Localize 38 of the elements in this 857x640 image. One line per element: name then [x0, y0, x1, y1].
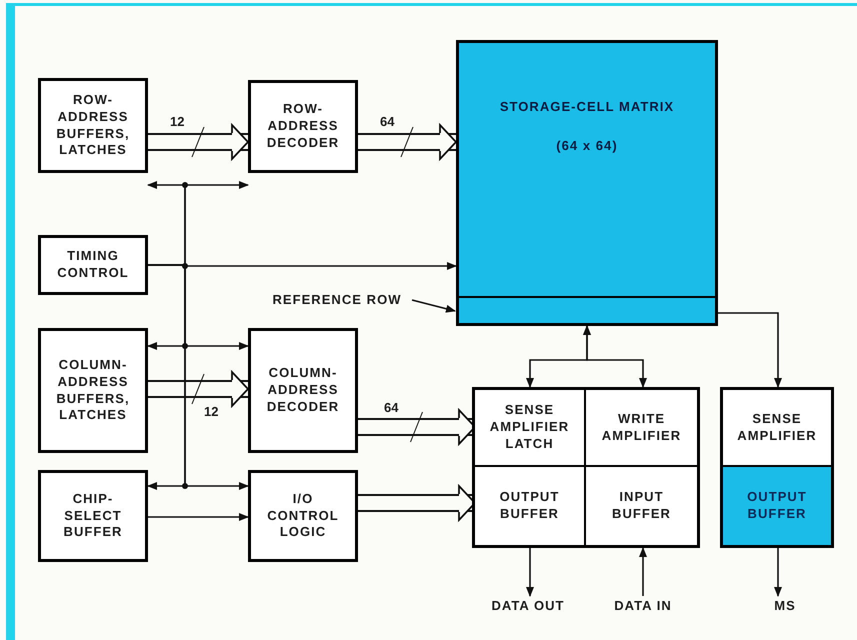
process-box	[38, 235, 148, 295]
sense-amplifier-cell	[475, 390, 586, 467]
block-label: COLUMN-ADDRESS DECODER	[266, 365, 340, 416]
block-label: ROW-ADDRESS DECODER	[266, 101, 340, 152]
arrow	[639, 547, 647, 596]
label-text: DATA IN	[613, 598, 673, 614]
arrow	[774, 548, 782, 597]
label-text: REFERENCE ROW	[271, 292, 403, 308]
output-buffer-cell	[723, 467, 831, 545]
group-box	[720, 387, 834, 548]
process-box	[38, 328, 148, 453]
arrow	[583, 325, 647, 388]
arrow	[148, 513, 249, 521]
block-label: TIMING CONTROL	[56, 248, 130, 282]
block-label: SENSE AMPLIFIER LATCH	[488, 402, 570, 453]
block-label: (64 x 64)	[555, 138, 619, 155]
process-box	[38, 78, 148, 173]
process-box	[38, 470, 148, 562]
group-box	[472, 387, 700, 548]
block-title: STORAGE-CELL MATRIX	[498, 99, 676, 116]
block-label: ROW-ADDRESS BUFFERS, LATCHES	[55, 92, 131, 160]
leader-line	[412, 299, 456, 313]
block-label: OUTPUT BUFFER	[746, 489, 808, 523]
block-label: OUTPUT BUFFER	[498, 489, 560, 523]
label-text: MS	[773, 598, 797, 614]
block-label: WRITE AMPLIFIER	[600, 410, 682, 444]
block-label: I/O CONTROL LOGIC	[266, 490, 340, 542]
block-label: CHIP-SELECT BUFFER	[62, 490, 124, 542]
arrow	[718, 312, 782, 388]
arrow	[526, 548, 534, 597]
process-box	[248, 328, 358, 453]
block-label: SENSE AMPLIFIER	[736, 410, 818, 444]
block-label: INPUT BUFFER	[611, 489, 672, 523]
block-label: COLUMN-ADDRESS BUFFERS, LATCHES	[55, 356, 131, 424]
process-box	[248, 80, 358, 173]
matrix-block	[456, 40, 718, 326]
label-text: DATA OUT	[490, 598, 566, 614]
process-box	[248, 470, 358, 562]
